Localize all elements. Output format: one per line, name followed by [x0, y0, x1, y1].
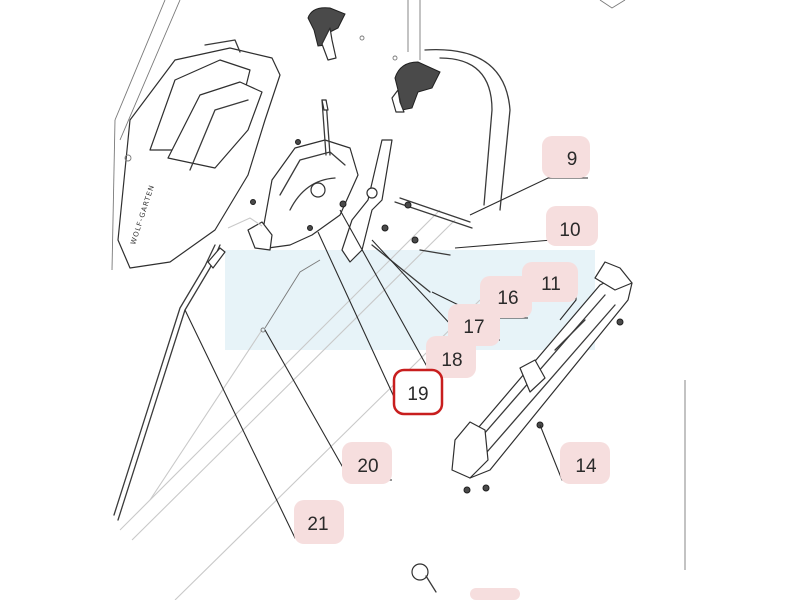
callout-19: 19 — [392, 368, 444, 416]
control-cables — [113, 217, 321, 521]
callout-9-text: 9 — [567, 149, 578, 170]
callout-18: 18 — [426, 336, 476, 378]
adjustment-knobs — [307, 7, 441, 113]
partial-callout-badge — [470, 588, 520, 600]
throttle-bracket — [247, 99, 359, 251]
callout-11-text: 11 — [541, 274, 561, 295]
callout-17: 17 — [448, 304, 500, 346]
callout-17-text: 17 — [463, 317, 484, 338]
callout-20: 20 — [342, 442, 392, 484]
side-rail — [451, 261, 633, 494]
callout-20-text: 20 — [357, 456, 378, 477]
callout-19-text: 19 — [407, 384, 428, 405]
callout-21-text: 21 — [307, 514, 328, 535]
callout-18-text: 18 — [441, 350, 462, 371]
highlight-ring — [392, 368, 444, 416]
callout-10-text: 10 — [559, 220, 580, 241]
callout-16-text: 16 — [497, 288, 518, 309]
callout-21: 21 — [294, 500, 344, 544]
callout-10: 10 — [546, 206, 598, 246]
clutch-lever — [339, 139, 473, 293]
callout-11: 11 — [522, 262, 578, 302]
callout-14: 14 — [560, 442, 610, 484]
callout-9: 9 — [542, 136, 590, 178]
handle-grip-assembly: WOLF-GARTEN — [117, 39, 281, 269]
callout-14-text: 14 — [575, 456, 597, 477]
ring-part — [411, 563, 429, 581]
